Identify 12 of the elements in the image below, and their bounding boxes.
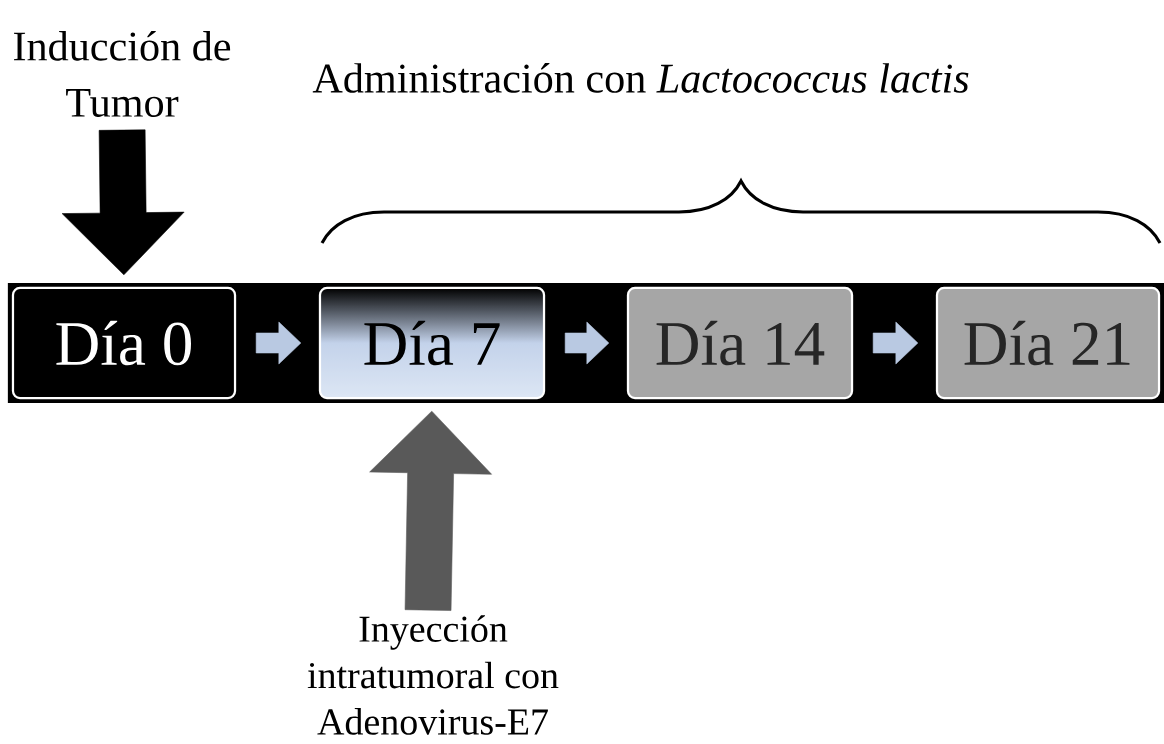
heading-text: Administración con Lactococcus lactis [312, 63, 969, 93]
caption-text: Inducción de Tumor [14, 31, 231, 117]
block-arrow [61, 129, 185, 276]
block-arrow [255, 321, 302, 365]
day-box: Día 14 [626, 286, 854, 400]
day-box: Día 7 [318, 286, 546, 400]
block-arrow [564, 321, 610, 365]
day-box: Día 0 [11, 286, 237, 400]
block-arrow [872, 321, 919, 365]
caption-text: Inyección intratumoral con Adenovirus-E7 [307, 615, 559, 735]
block-arrow [369, 410, 492, 611]
day-box: Día 21 [935, 286, 1161, 400]
